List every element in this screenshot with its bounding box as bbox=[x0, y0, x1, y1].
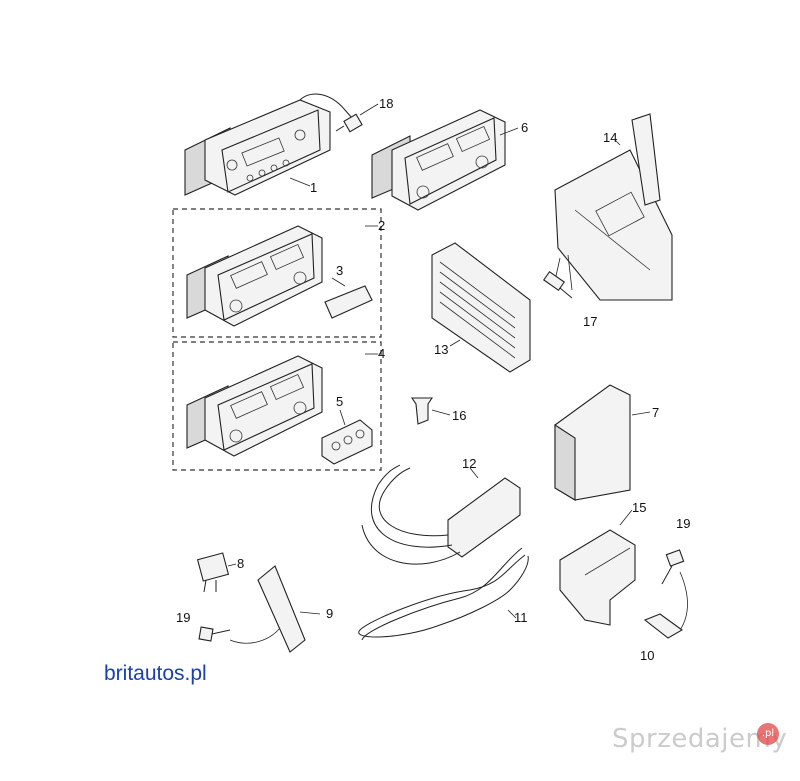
part-5-switch-pack bbox=[321, 419, 373, 465]
part-14-mounting-bracket bbox=[554, 113, 673, 301]
watermark-badge: .pl bbox=[757, 723, 779, 745]
callout-4: 4 bbox=[378, 346, 385, 361]
callout-3: 3 bbox=[336, 263, 343, 278]
callout-11: 11 bbox=[514, 610, 528, 625]
callout-8: 8 bbox=[237, 556, 244, 571]
callout-9: 9 bbox=[326, 606, 333, 621]
part-13-heater-matrix bbox=[431, 242, 531, 373]
kit-2-boundary bbox=[172, 208, 382, 338]
part-7-control-module bbox=[554, 384, 631, 501]
part-16-clip bbox=[410, 397, 434, 425]
callout-15: 15 bbox=[632, 500, 646, 515]
callout-17: 17 bbox=[583, 314, 597, 329]
callout-19-right: 19 bbox=[676, 516, 690, 531]
callout-18: 18 bbox=[379, 96, 393, 111]
callout-14: 14 bbox=[603, 130, 617, 145]
part-12-harness-module bbox=[361, 464, 521, 565]
callout-16: 16 bbox=[452, 408, 466, 423]
callout-12: 12 bbox=[462, 456, 476, 471]
callout-7: 7 bbox=[652, 405, 659, 420]
kit-4-boundary bbox=[172, 341, 382, 471]
part-6-control-unit bbox=[371, 109, 506, 211]
callout-2: 2 bbox=[378, 218, 385, 233]
brand-link[interactable]: britautos.pl bbox=[104, 662, 207, 685]
part-18-screw bbox=[335, 113, 363, 133]
part-2-control-unit bbox=[186, 225, 323, 327]
part-9-module bbox=[257, 565, 306, 653]
part-10-clip bbox=[643, 613, 684, 639]
part-11-cable bbox=[358, 547, 529, 641]
part-17-screw bbox=[542, 254, 573, 299]
callout-1: 1 bbox=[310, 180, 317, 195]
part-4-control-unit bbox=[186, 355, 323, 457]
part-3-label-card bbox=[324, 285, 373, 319]
part-8-relay bbox=[196, 552, 230, 593]
part-19-screw-left bbox=[198, 626, 281, 644]
callout-5: 5 bbox=[336, 394, 343, 409]
part-15-bracket bbox=[559, 529, 636, 626]
callout-6: 6 bbox=[521, 120, 528, 135]
callout-13: 13 bbox=[434, 342, 448, 357]
part-1-control-unit bbox=[184, 93, 353, 196]
callout-labels: 1 18 6 14 2 3 4 5 13 16 17 7 12 15 19 11… bbox=[176, 96, 690, 663]
callout-10: 10 bbox=[640, 648, 654, 663]
callout-19-left: 19 bbox=[176, 610, 190, 625]
leader-lines bbox=[227, 103, 651, 619]
part-19-screw-right bbox=[661, 549, 688, 631]
